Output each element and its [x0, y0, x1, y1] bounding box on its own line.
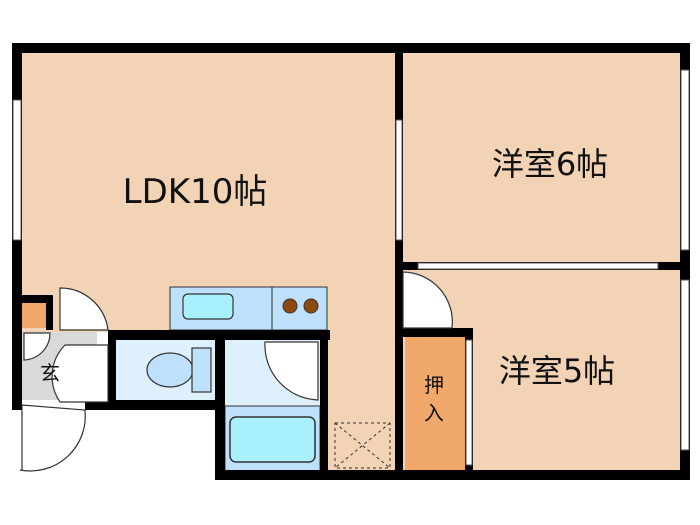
ldk-floor	[20, 50, 398, 332]
western6-label: 洋室6帖	[492, 145, 608, 183]
stove	[271, 286, 328, 331]
closet-label: 入	[424, 401, 444, 425]
burner-icon	[303, 298, 319, 314]
toilet-tank	[191, 347, 212, 393]
room6-floor	[400, 50, 685, 265]
bathtub	[229, 416, 316, 463]
western5-label: 洋室5帖	[499, 352, 615, 390]
burner-icon	[282, 298, 298, 314]
closet	[405, 337, 465, 470]
windows	[12, 69, 690, 466]
toilet-bowl	[146, 352, 194, 388]
ldk-label: LDK10帖	[123, 172, 268, 212]
kitchen-sink	[182, 293, 234, 320]
closet-label: 押	[424, 373, 444, 397]
ldk-corridor-floor	[328, 320, 398, 475]
doors	[19, 271, 453, 472]
shoe-box	[22, 303, 46, 328]
entrance-label: 玄	[40, 361, 60, 385]
washer-space	[334, 422, 391, 469]
